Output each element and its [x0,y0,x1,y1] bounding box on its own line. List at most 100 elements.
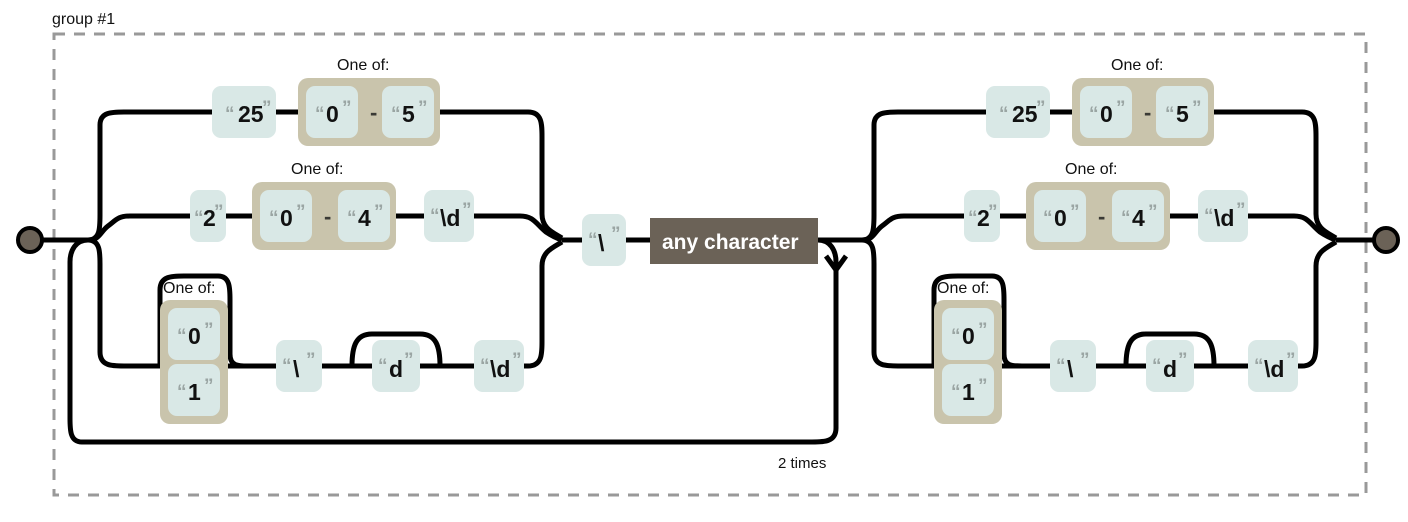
terminal-label: \ [1067,356,1074,382]
quote-close: ” [978,376,988,397]
any-character-box[interactable]: any character [650,218,818,264]
quote-open: “ [430,206,440,227]
one-of-caption: One of: [337,57,389,74]
range-separator: - [1144,100,1151,125]
quote-open: “ [951,326,961,347]
quote-open: “ [1121,208,1131,229]
range-to: 5 [402,101,415,127]
center-terminal-backslash[interactable]: “ \ ” [582,214,626,266]
quote-open: “ [1056,356,1066,377]
rail-r-fanout-to-bottom [861,237,934,369]
terminal-label: 25 [1012,101,1038,127]
left-mid-terminal-2[interactable]: “ 2 ” [190,190,226,242]
option-1: 1 [962,379,975,405]
left-bot-terminal-backslash[interactable]: “ \ ” [276,340,322,392]
range-from: 0 [1054,205,1067,231]
rail-r-fanout-to-middle [861,213,964,243]
quote-open: “ [315,104,325,125]
range-from: 0 [326,101,339,127]
quote-open: “ [588,230,598,251]
range-from: 0 [1100,101,1113,127]
rail-loopback [67,237,839,445]
quote-close: ” [1236,200,1246,221]
quote-close: ” [978,320,988,341]
rail-r-bot-arc-over-d [1123,331,1217,367]
right-bot-terminal-d[interactable]: “ d ” [1146,340,1194,392]
option-0: 0 [962,323,975,349]
terminal-label: \d [440,205,460,231]
right-bot-terminal-digit[interactable]: “ \d ” [1248,340,1298,392]
quote-close: ” [1070,202,1080,223]
terminal-label: \d [1214,205,1234,231]
group-label: group #1 [52,11,115,28]
rail-mid-d-to-merge [474,213,563,243]
terminal-label: d [1163,356,1177,382]
quote-open: “ [177,382,187,403]
quote-close: ” [306,350,316,371]
terminal-label: \d [490,356,510,382]
range-to: 5 [1176,101,1189,127]
quote-open: “ [1043,208,1053,229]
quote-close: ” [296,202,306,223]
rail-fanout-to-middle [87,213,190,243]
quote-close: ” [1286,350,1296,371]
left-bot-terminal-d[interactable]: “ d ” [372,340,420,392]
range-to: 4 [358,205,371,231]
left-top-one-of-range[interactable]: “ 0 ” - “ 5 ” [298,78,440,146]
quote-close: ” [342,98,352,119]
left-bot-terminal-digit[interactable]: “ \d ” [474,340,524,392]
start-node [16,226,44,254]
right-mid-terminal-digit[interactable]: “ \d ” [1198,190,1248,242]
rail-r-bot-dd-to-merge [1298,239,1338,369]
quote-open: “ [968,208,978,229]
quote-open: “ [480,356,490,377]
right-mid-terminal-2[interactable]: “ 2 ” [964,190,1000,242]
quote-open: “ [999,104,1009,125]
right-bot-one-of-stack[interactable]: “ 0 ” “ 1 ” [934,300,1002,424]
rail-fanout-to-bottom [87,237,160,369]
quote-open: “ [225,104,235,125]
quote-open: “ [1165,104,1175,125]
one-of-caption: One of: [163,280,215,297]
range-separator: - [1098,204,1105,229]
quote-open: “ [269,208,279,229]
quote-open: “ [1152,356,1162,377]
quote-open: “ [1254,356,1264,377]
quote-open: “ [391,104,401,125]
left-top-terminal-25[interactable]: “ 25 ” [212,86,276,138]
terminal-label: 2 [203,205,216,231]
terminal-label: \ [598,230,605,256]
quote-close: ” [512,350,522,371]
quote-close: ” [404,350,414,371]
right-top-one-of-range[interactable]: “ 0 ” - “ 5 ” [1072,78,1214,146]
quote-close: ” [611,224,621,245]
left-bot-one-of-stack[interactable]: “ 0 ” “ 1 ” [160,300,228,424]
quote-close: ” [262,98,272,119]
quote-close: ” [1116,98,1126,119]
left-mid-one-of-range[interactable]: “ 0 ” - “ 4 ” [252,182,396,250]
quote-close: ” [1178,350,1188,371]
right-bot-terminal-backslash[interactable]: “ \ ” [1050,340,1096,392]
one-of-caption: One of: [1111,57,1163,74]
range-separator: - [324,204,331,229]
quote-close: ” [1036,98,1046,119]
right-mid-one-of-range[interactable]: “ 0 ” - “ 4 ” [1026,182,1170,250]
one-of-caption: One of: [1065,161,1117,178]
terminal-label: d [389,356,403,382]
one-of-caption: One of: [937,280,989,297]
rail-top-oneof-to-merge [440,109,564,241]
rail-bot-dd-to-merge [524,239,564,369]
option-0: 0 [188,323,201,349]
left-mid-terminal-digit[interactable]: “ \d ” [424,190,474,242]
quote-open: “ [1089,104,1099,125]
quote-close: ” [1148,202,1158,223]
right-top-terminal-25[interactable]: “ 25 ” [986,86,1050,138]
rail-r-top-oneof-to-merge [1214,109,1338,241]
terminal-label: \d [1264,356,1284,382]
quote-close: ” [1192,98,1202,119]
quote-close: ” [374,202,384,223]
any-character-label: any character [662,231,799,254]
quote-open: “ [1204,206,1214,227]
